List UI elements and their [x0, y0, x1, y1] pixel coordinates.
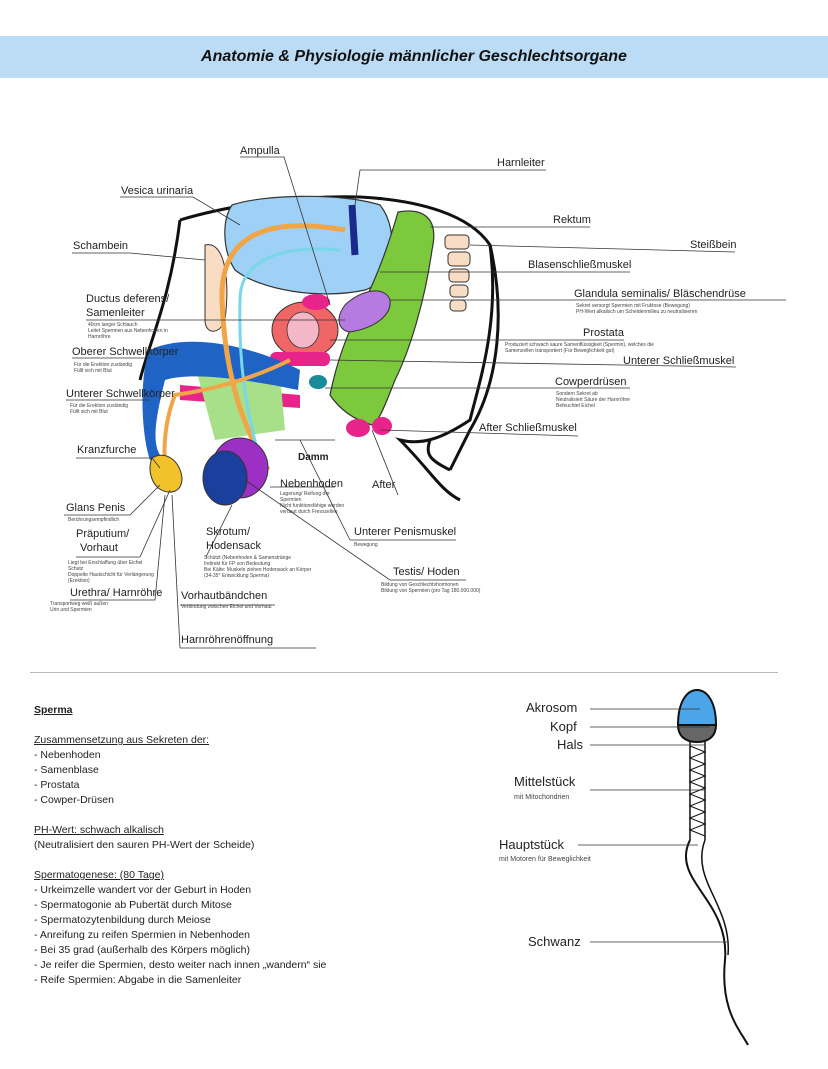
leader-lines [64, 156, 786, 649]
label-harnleiter: Harnleiter [497, 157, 545, 169]
testis [202, 450, 248, 506]
list-item: - Urkeimzelle wandert vor der Geburt in … [34, 884, 252, 896]
label-rektum: Rektum [553, 214, 591, 226]
list-item: - Je reifer die Spermien, desto weiter n… [34, 959, 327, 971]
sperm-label-akrosom: Akrosom [526, 700, 578, 715]
composition-title: Zusammensetzung aus Sekreten der: [34, 734, 210, 746]
label-testis: Testis/ Hoden [393, 566, 460, 578]
sub-unterer-schwell: Für die Erektion zuständig Füllt sich mi… [70, 403, 129, 415]
sperm-head-top [676, 688, 718, 726]
label-schambein: Schambein [73, 240, 129, 252]
sperm-diagram [578, 688, 749, 1046]
sperm-label-hals: Hals [557, 737, 584, 752]
label-cowper: Cowperdrüsen [555, 376, 627, 388]
label-after: After [372, 479, 396, 491]
ph-title: PH-Wert: schwach alkalisch [34, 824, 164, 836]
sperm-label-kopf: Kopf [550, 719, 577, 734]
list-item: - Spermatogonie ab Pubertät durch Mitose [34, 899, 232, 911]
sub-urethra: Transportweg weiß außen Urin und Spermie… [50, 601, 108, 613]
sub-samenleiter: 40cm langer Schlauch Leitet Spermien aus… [88, 322, 168, 340]
label-unterer-schliess: Unterer Schließmuskel [623, 355, 735, 367]
sub-nebenhoden: Lagerung/ Reifung der Spermien Nicht fun… [280, 491, 345, 515]
bladder [224, 195, 393, 295]
ph-text: (Neutralisiert den sauren PH-Wert der Sc… [34, 839, 255, 851]
page-title: Anatomie & Physiologie männlicher Geschl… [201, 48, 627, 65]
list-item: - Nebenhoden [34, 749, 101, 761]
label-blasenschliessmuskel: Blasenschließmuskel [528, 259, 632, 271]
sperm-leader-lines [578, 708, 727, 943]
sperm-label-hauptstueck: Hauptstück [499, 837, 565, 852]
bladder-sphincter [302, 294, 330, 310]
prostate-inner [286, 311, 320, 349]
list-item: - Bei 35 grad (außerhalb des Körpers mög… [34, 944, 250, 956]
list-item: - Reife Spermien: Abgabe in die Samenlei… [34, 974, 242, 986]
glans [149, 454, 183, 493]
sperm-tail-right [701, 839, 729, 956]
sperm-label-schwanz: Schwanz [528, 934, 581, 949]
label-samenleiter: Samenleiter [86, 307, 145, 319]
label-after-schliess: After Schließmuskel [479, 422, 577, 434]
title-bar: Anatomie & Physiologie männlicher Geschl… [0, 36, 828, 78]
seminal-vesicle [338, 290, 391, 333]
list-item: - Cowper-Drüsen [34, 794, 114, 806]
label-vesica: Vesica urinaria [121, 185, 194, 197]
label-harnroehrenoeffnung: Harnröhrenöffnung [181, 634, 274, 646]
label-unterer-schwell: Unterer Schwellkörper [66, 388, 175, 400]
sperm-sub-mittelstueck: mit Mitochondrien [514, 794, 570, 801]
label-unterer-penis: Unterer Penismuskel [354, 526, 457, 538]
section-divider [30, 672, 778, 673]
ureter [348, 204, 359, 256]
sub-hodensack: Schützt (Nebenhoden & Samenstränge Indir… [204, 555, 312, 579]
sub-glandula: Sekret versorgt Spermien mit Fruktose (B… [576, 303, 698, 315]
sperm-sub-hauptstueck: mit Motoren für Beweglichkeit [499, 856, 591, 863]
anal-sphincter-2 [372, 417, 392, 435]
sub-testis: Bildung von Geschlechtshormonen Bildung … [381, 582, 481, 594]
list-item: - Samenblase [34, 764, 99, 776]
sperma-notes: Sperma Zusammensetzung aus Sekreten der:… [34, 703, 474, 988]
sub-cowper: Sondern Sekret ab Neutralisiert Säure de… [556, 391, 630, 409]
list-item: - Spermatozytenbildung durch Meiose [34, 914, 211, 926]
label-damm: Damm [298, 452, 329, 463]
label-skrotum: Skrotum/ [206, 526, 251, 538]
label-kranzfurche: Kranzfurche [77, 444, 137, 456]
sperm-label-mittelstueck: Mittelstück [514, 774, 576, 789]
cowper-gland [309, 375, 327, 389]
vas-deferens [219, 223, 346, 472]
sperm-midpiece-coil [688, 745, 707, 837]
label-vorhaut: Vorhaut [80, 542, 118, 554]
notes-heading: Sperma [34, 704, 73, 716]
sperm-head-bottom [676, 724, 718, 744]
label-steissbein: Steißbein [690, 239, 737, 251]
sub-oberer: Für die Erektion zuständig Füllt sich mi… [74, 362, 133, 374]
label-prostata: Prostata [583, 327, 624, 339]
label-hodensack: Hodensack [206, 540, 262, 552]
spermatogenesis-title: Spermatogenese: (80 Tage) [34, 869, 164, 881]
label-ampulla: Ampulla [240, 145, 280, 157]
back-outline [448, 244, 500, 471]
vas-deferens-inner [238, 247, 341, 471]
label-praeputium: Präputium/ [76, 528, 130, 540]
sperm-tail [684, 839, 749, 1046]
label-nebenhoden: Nebenhoden [280, 478, 344, 490]
list-item: - Anreifung zu reifen Spermien in Nebenh… [34, 929, 250, 941]
anatomy-diagram [64, 156, 786, 649]
sub-unterer-penis: Bewegung [354, 542, 378, 548]
urethra-tube [162, 358, 291, 481]
sub-prostata: Produziert schwach saure Samenflüssigkei… [505, 342, 654, 354]
label-urethra: Urethra/ Harnröhre [70, 587, 163, 599]
label-glans: Glans Penis [66, 502, 126, 514]
sub-glans: Berührungsempfindlich [68, 517, 120, 523]
label-glandula: Glandula seminalis/ Bläschendrüse [574, 288, 746, 300]
anal-sphincter [346, 419, 370, 437]
label-ductus: Ductus deferens/ [86, 293, 170, 305]
sub-vorhautbaendchen: Verbindung zwischen Eichel und Vorhaut [181, 604, 272, 610]
list-item: - Prostata [34, 779, 80, 791]
sub-vorhaut: Liegt bei Erschlaffung über Eichel Schut… [68, 560, 154, 584]
label-vorhautbaendchen: Vorhautbändchen [181, 590, 268, 602]
label-oberer: Oberer Schwellkörper [72, 346, 179, 358]
